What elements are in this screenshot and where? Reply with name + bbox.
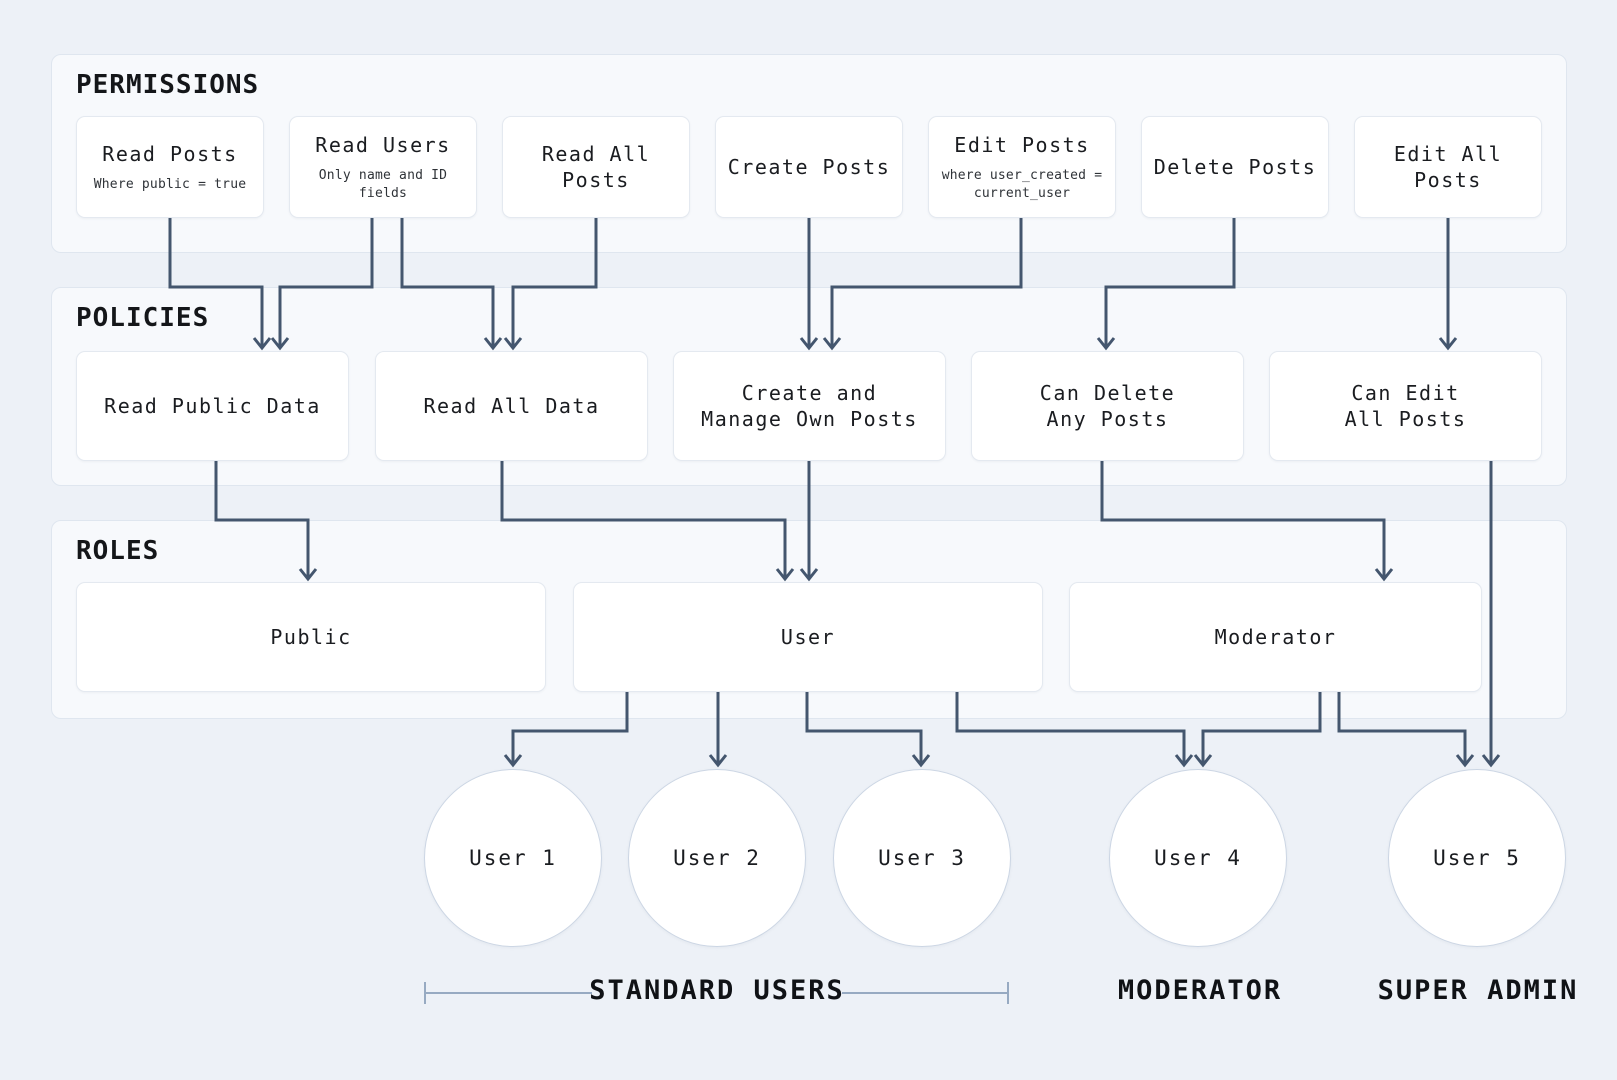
permission-sublabel: Only name and ID fields (318, 167, 448, 201)
role-label: Moderator (1214, 625, 1337, 649)
permission-label: Create Posts (727, 155, 891, 179)
policy-label: Read Public Data (104, 394, 321, 418)
user-circle-1: User 1 (424, 769, 602, 947)
group-label-standard-users: STANDARD USERS (589, 975, 845, 1006)
permission-box-edit-posts: Edit Posts where user_created = current_… (928, 116, 1116, 218)
user-circle-label: User 4 (1154, 846, 1242, 870)
permission-label: Edit Posts (954, 132, 1090, 157)
policy-box-create-manage-own-posts: Create and Manage Own Posts (673, 351, 946, 461)
user-circle-3: User 3 (833, 769, 1011, 947)
policies-section-title: POLICIES (76, 303, 210, 333)
permission-box-delete-posts: Delete Posts (1141, 116, 1329, 218)
role-label: Public (270, 625, 352, 649)
user-circle-4: User 4 (1109, 769, 1287, 947)
user-circle-5: User 5 (1388, 769, 1566, 947)
permission-box-read-posts: Read Posts Where public = true (76, 116, 264, 218)
role-box-public: Public (76, 582, 546, 692)
permission-box-create-posts: Create Posts (715, 116, 903, 218)
policy-box-read-public-data: Read Public Data (76, 351, 349, 461)
permission-sublabel: Where public = true (93, 176, 247, 192)
user-circle-label: User 5 (1433, 846, 1521, 870)
user-circle-label: User 2 (673, 846, 761, 870)
permission-label: Edit All Posts (1393, 142, 1503, 192)
permission-sublabel: where user_created = current_user (941, 167, 1103, 201)
policy-box-read-all-data: Read All Data (375, 351, 648, 461)
policy-label: Read All Data (423, 394, 600, 418)
policy-label: Create and Manage Own Posts (701, 381, 918, 431)
permission-label: Read All Posts (541, 142, 651, 192)
permission-label: Read Users (315, 132, 451, 157)
user-circle-label: User 1 (469, 846, 557, 870)
permission-label: Read Posts (102, 141, 238, 166)
role-box-moderator: Moderator (1069, 582, 1482, 692)
role-box-user: User (573, 582, 1043, 692)
permission-box-read-users: Read Users Only name and ID fields (289, 116, 477, 218)
policy-box-can-delete-any-posts: Can Delete Any Posts (971, 351, 1244, 461)
policy-label: Can Edit All Posts (1344, 381, 1467, 431)
policy-box-can-edit-all-posts: Can Edit All Posts (1269, 351, 1542, 461)
permissions-section-title: PERMISSIONS (76, 70, 260, 100)
user-circle-2: User 2 (628, 769, 806, 947)
permission-box-edit-all-posts: Edit All Posts (1354, 116, 1542, 218)
policy-label: Can Delete Any Posts (1039, 381, 1176, 431)
role-label: User (780, 625, 836, 649)
group-label-moderator: MODERATOR (1117, 975, 1283, 1006)
group-label-super-admin: SUPER ADMIN (1377, 975, 1579, 1006)
permission-label: Delete Posts (1153, 155, 1317, 179)
user-circle-label: User 3 (878, 846, 966, 870)
permission-box-read-all-posts: Read All Posts (502, 116, 690, 218)
roles-section-title: ROLES (76, 536, 160, 566)
